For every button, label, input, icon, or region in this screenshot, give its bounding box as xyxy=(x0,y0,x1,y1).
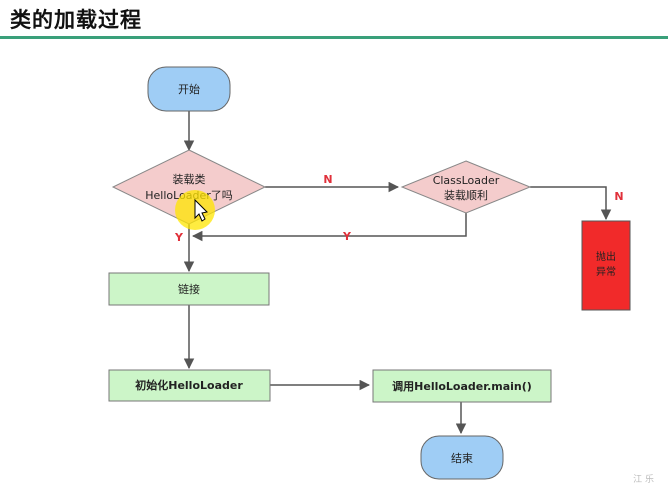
call-main-node: 调用HelloLoader.main() xyxy=(372,369,552,403)
edge-classloader-back-to-main xyxy=(191,213,467,242)
init-label: 初始化HelloLoader xyxy=(135,378,243,392)
exception-line1: 抛出 xyxy=(596,250,616,263)
connectors xyxy=(183,111,612,435)
title-divider xyxy=(0,36,668,39)
link-label: 链接 xyxy=(178,282,200,296)
edge-label-loaded-yes: Y xyxy=(174,231,184,244)
exception-node: 抛出 异常 xyxy=(581,220,631,311)
edge-label-classloader-yes: Y xyxy=(342,230,352,243)
classloader-decision-node: ClassLoader 装载顺利 xyxy=(400,160,532,214)
edge-label-loaded-no: N xyxy=(323,173,332,186)
classloader-decision-line1: ClassLoader xyxy=(433,174,500,187)
mouse-cursor xyxy=(175,190,215,230)
edge-classloader-to-exception xyxy=(530,186,612,221)
start-label: 开始 xyxy=(178,82,200,96)
exception-line2: 异常 xyxy=(596,265,616,278)
watermark: 江 乐 xyxy=(633,475,654,485)
end-label: 结束 xyxy=(451,452,473,465)
start-node: 开始 xyxy=(147,66,231,112)
page-title: 类的加载过程 xyxy=(10,8,142,32)
decision-loaded-line1: 装载类 xyxy=(173,172,206,186)
classloader-decision-line2: 装载顺利 xyxy=(444,189,488,202)
end-node: 结束 xyxy=(420,435,504,480)
edge-label-classloader-no: N xyxy=(614,190,623,203)
link-node: 链接 xyxy=(108,272,270,306)
call-main-label: 调用HelloLoader.main() xyxy=(392,379,532,393)
init-node: 初始化HelloLoader xyxy=(108,369,271,402)
